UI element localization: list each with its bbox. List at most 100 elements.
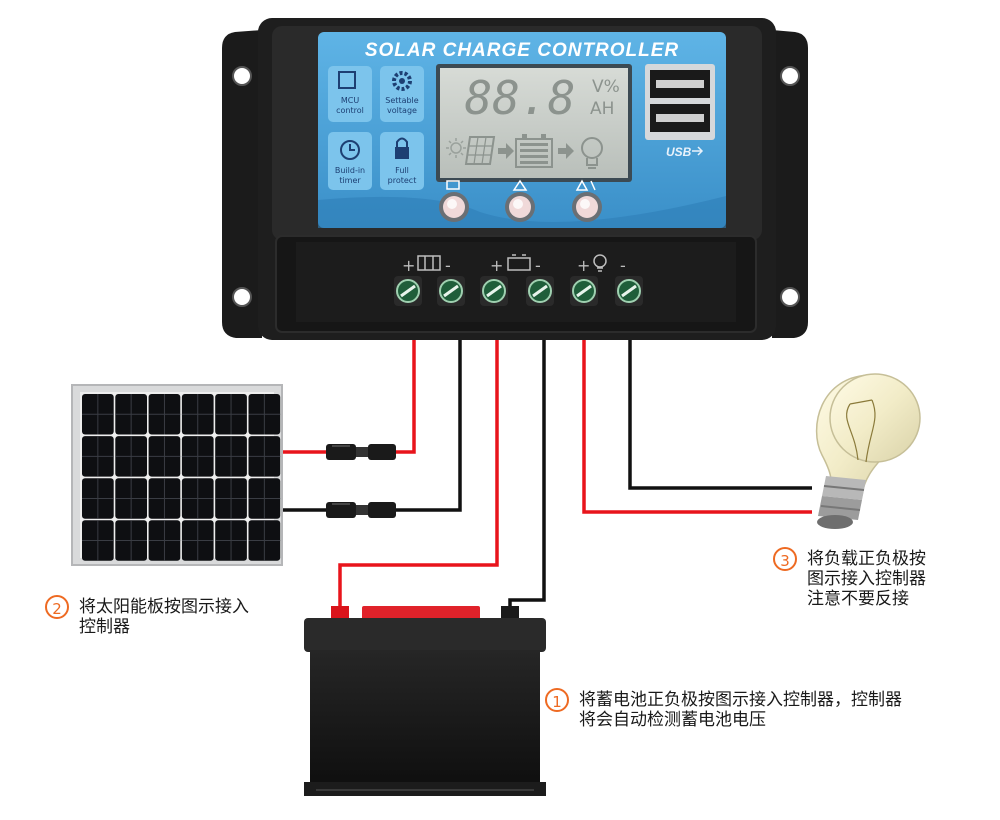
step-badge: 2 [45,595,69,619]
up-triangle-icon [512,179,528,191]
mc4-connector [326,502,396,518]
solar-cell-grid-line [148,520,181,561]
mounting-hole-icon [780,66,800,86]
usb-symbol-icon [692,146,704,156]
step-line: 控制器 [79,617,130,637]
battery-negative-terminal [501,606,519,620]
mc4-connector [326,444,396,460]
solar-cell-grid-line [148,394,181,435]
mounting-ear-left [222,30,262,338]
terminal-minus-sign: - [620,256,626,275]
feature-label: Full [395,166,409,175]
lcd-display: 88.8 V% AH [436,64,632,182]
solar-cell-grid-line [115,520,147,561]
screw-terminal[interactable] [570,276,598,306]
solar-cell-grid-line [148,436,181,477]
terminal-symbols: + - + - + - [402,254,626,275]
usb-label: USB [666,145,692,159]
battery-terminal-icon [507,257,531,271]
feature-mcu-control: MCU control [328,66,372,122]
step-line: 将蓄电池正负极按图示接入控制器，控制器 [579,690,902,710]
solar-cell-grid-line [248,520,281,561]
screw-terminal[interactable] [437,276,465,306]
step-line: 将太阳能板按图示接入 [79,597,249,617]
light-bulb [815,373,921,529]
battery-positive-wire [338,340,499,612]
feature-label: protect [388,176,417,185]
load-positive-wire [582,340,812,514]
step-note-text: 将蓄电池正负极按图示接入控制器，控制器 将会自动检测蓄电池电压 [579,690,902,730]
feature-full-protect: Full protect [380,132,424,190]
battery-lcd-icon [515,134,553,168]
terminal-minus-sign: - [445,256,451,275]
lcd-unit-bottom: AH [590,99,614,119]
solar-cell-grid-line [115,478,147,519]
solar-cell-grid-line [82,478,114,519]
screw-terminal[interactable] [615,276,643,306]
solar-cell-grid-line [115,394,147,435]
arrow-icon [498,143,514,159]
step-note-text: 将负载正负极按 图示接入控制器 注意不要反接 [807,549,926,609]
terminal-minus-sign: - [535,256,541,275]
step-note-solar: 2 将太阳能板按图示接入 控制器 [45,595,249,637]
solar-cell-grid-line [248,478,281,519]
battery-positive-terminal [331,606,349,620]
wires [282,340,812,612]
bulb-lcd-icon [581,137,603,169]
step-note-text: 将太阳能板按图示接入 控制器 [79,597,249,637]
step-line: 图示接入控制器 [807,569,926,589]
solar-cells [82,394,281,561]
feature-label: voltage [387,106,417,115]
solar-cell-grid-line [248,394,281,435]
up-lock-button[interactable] [572,179,602,222]
solar-cell-grid-line [115,436,147,477]
mounting-hole-icon [780,287,800,307]
solar-panel-lcd-icon [464,136,496,165]
clock-icon [340,140,360,160]
controller-title: SOLAR CHARGE CONTROLLER [365,40,679,61]
terminal-plus-sign: + [577,256,590,275]
padlock-icon [395,147,409,159]
solar-positive-wire [396,340,416,454]
feature-build-in-timer: Build-in timer [328,132,372,190]
solar-cell-grid-line [181,394,214,435]
load-negative-wire [628,340,812,490]
feature-label: timer [339,176,361,185]
sun-icon [446,138,466,158]
solar-cell-grid-line [215,478,247,519]
step-line: 将会自动检测蓄电池电压 [579,710,766,730]
solar-cell-grid-line [215,436,247,477]
feature-label: Settable [385,96,418,105]
mounting-hole-icon [232,287,252,307]
solar-cell-grid-line [215,520,247,561]
step-badge: 1 [545,688,569,712]
up-button[interactable] [505,179,535,222]
screw-terminal[interactable] [480,276,508,306]
menu-button[interactable] [439,180,469,222]
solar-cell-grid-line [148,478,181,519]
step-badge: 3 [773,547,797,571]
screw-terminal[interactable] [394,276,422,306]
feature-label: MCU [341,96,359,105]
screw-terminal[interactable] [526,276,554,306]
mcu-chip-icon [338,71,356,89]
feature-label: control [336,106,364,115]
feature-settable-voltage: Settable voltage [380,66,424,122]
solar-cell-grid-line [181,478,214,519]
gear-icon [392,71,412,91]
load-bulb-terminal-icon [593,254,607,268]
solar-negative-wire [396,340,462,512]
solar-panel-terminal-icon [417,255,441,271]
mounting-hole-icon [232,66,252,86]
usb-ports: USB [645,64,715,159]
step-note-battery: 1 将蓄电池正负极按图示接入控制器，控制器 将会自动检测蓄电池电压 [545,688,902,730]
mounting-ear-right [772,30,808,338]
lcd-digits: 88.8 [465,71,576,125]
terminal-screws [394,276,643,306]
up-lock-icon [575,179,596,191]
solar-cell-grid-line [82,436,114,477]
lcd-unit-top: V% [592,77,620,97]
charge-controller: SOLAR CHARGE CONTROLLER MCU control Sett… [222,18,808,340]
solar-panel [71,384,283,566]
